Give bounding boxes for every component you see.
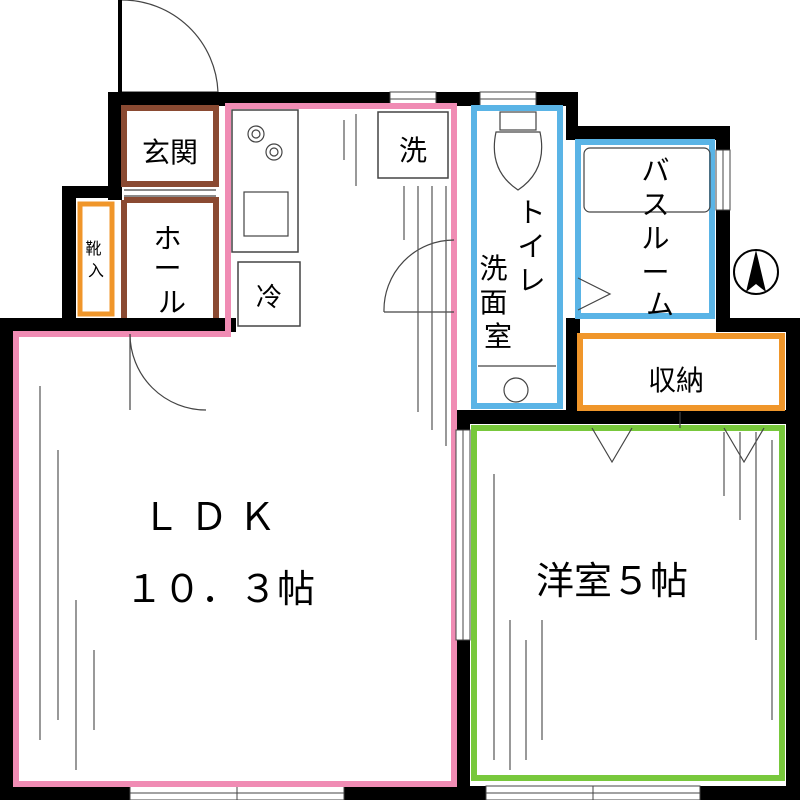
floor-lines [39, 114, 773, 770]
label-ldk-name: ＬＤＫ [142, 495, 286, 539]
interior-door-toilet [383, 239, 455, 313]
sliding-door [455, 429, 471, 641]
label-genkan: 玄関 [142, 136, 198, 169]
label-wash: 洗 [399, 134, 427, 167]
storage-outline [577, 333, 785, 411]
bathtub [577, 147, 711, 311]
label-bath: バ ス ル ー ム [642, 154, 679, 321]
kitchen-counter [231, 109, 299, 253]
closet-doors [591, 412, 765, 464]
windows [129, 91, 731, 800]
outer-walls [0, 92, 800, 800]
label-storage: 収納 [648, 364, 704, 397]
interior-door-hall [129, 333, 207, 411]
label-fridge: 冷 [256, 283, 282, 313]
western-room-outline [471, 425, 785, 781]
label-ldk-size: １０．３帖 [125, 567, 315, 611]
label-hall: ホ ー ル [154, 222, 191, 319]
toilet-fixture [478, 111, 556, 403]
shoe-closet-outline [77, 201, 115, 317]
label-western: 洋室５帖 [536, 559, 688, 603]
hall-outline [121, 197, 219, 318]
entrance-door [118, 0, 219, 96]
north-arrow-icon [733, 249, 779, 295]
ldk-outline [13, 103, 457, 787]
genkan-outline [121, 105, 219, 187]
label-shoes: 靴 入 [85, 239, 106, 280]
bath-outline [575, 139, 715, 319]
washer-space [377, 111, 449, 179]
label-toilet: ト イ レ 洗 面 室 [480, 196, 555, 353]
fridge-space [237, 261, 301, 327]
toilet-outline [471, 105, 563, 409]
